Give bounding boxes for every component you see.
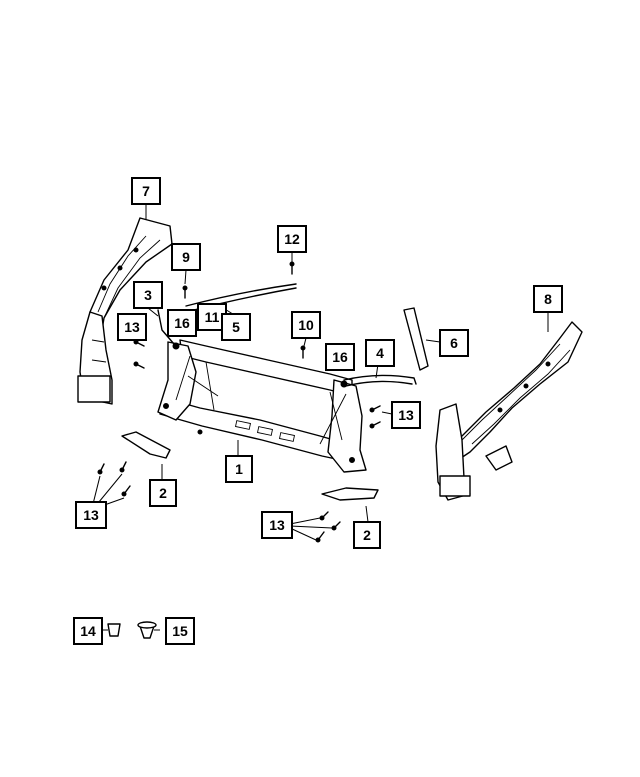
leader-lines xyxy=(91,204,549,631)
part-15-clip xyxy=(137,621,157,639)
svg-text:10: 10 xyxy=(298,317,314,333)
svg-text:3: 3 xyxy=(144,287,152,303)
svg-text:11: 11 xyxy=(205,309,220,325)
svg-text:4: 4 xyxy=(376,345,384,361)
svg-text:13: 13 xyxy=(124,319,140,335)
callout-5: 5 xyxy=(221,313,251,341)
svg-text:2: 2 xyxy=(159,485,167,501)
svg-text:7: 7 xyxy=(142,183,150,199)
bolts xyxy=(97,261,381,543)
svg-text:13: 13 xyxy=(83,507,99,523)
callout-2-left: 2 xyxy=(149,479,177,507)
svg-text:5: 5 xyxy=(232,319,240,335)
callout-7: 7 xyxy=(131,177,161,205)
callout-13-lower-left: 13 xyxy=(75,501,107,529)
right-plate xyxy=(321,487,379,501)
callout-14: 14 xyxy=(73,617,103,645)
svg-text:8: 8 xyxy=(544,291,552,307)
svg-text:15: 15 xyxy=(172,623,188,639)
callout-13-lower-center: 13 xyxy=(261,511,293,539)
svg-text:9: 9 xyxy=(182,249,190,265)
svg-text:13: 13 xyxy=(269,517,285,533)
brace-rod xyxy=(403,307,429,371)
callout-12: 12 xyxy=(277,225,307,253)
callout-9: 9 xyxy=(171,243,201,271)
callout-15: 15 xyxy=(165,617,195,645)
svg-text:2: 2 xyxy=(363,527,371,543)
svg-text:6: 6 xyxy=(450,335,458,351)
callout-6: 6 xyxy=(439,329,469,357)
callout-2-right: 2 xyxy=(353,521,381,549)
right-strap xyxy=(343,374,417,387)
svg-text:14: 14 xyxy=(80,623,96,639)
callout-13-right: 13 xyxy=(391,401,421,429)
callout-16-left: 16 xyxy=(167,309,197,337)
svg-text:1: 1 xyxy=(235,461,243,477)
svg-text:12: 12 xyxy=(284,231,300,247)
left-frame-rail xyxy=(77,217,173,405)
callout-13-upper-left: 13 xyxy=(117,313,147,341)
callout-3: 3 xyxy=(133,281,163,309)
right-frame-rail xyxy=(435,321,583,501)
part-14-nut xyxy=(107,623,121,637)
callout-4: 4 xyxy=(365,339,395,367)
callout-1: 1 xyxy=(225,455,253,483)
svg-text:16: 16 xyxy=(174,315,190,331)
callout-16-right: 16 xyxy=(325,343,355,371)
svg-text:13: 13 xyxy=(398,407,414,423)
callout-8: 8 xyxy=(533,285,563,313)
callout-10: 10 xyxy=(291,311,321,339)
radiator-support-crossmember xyxy=(157,339,367,473)
left-plate xyxy=(121,431,171,459)
svg-text:16: 16 xyxy=(332,349,348,365)
